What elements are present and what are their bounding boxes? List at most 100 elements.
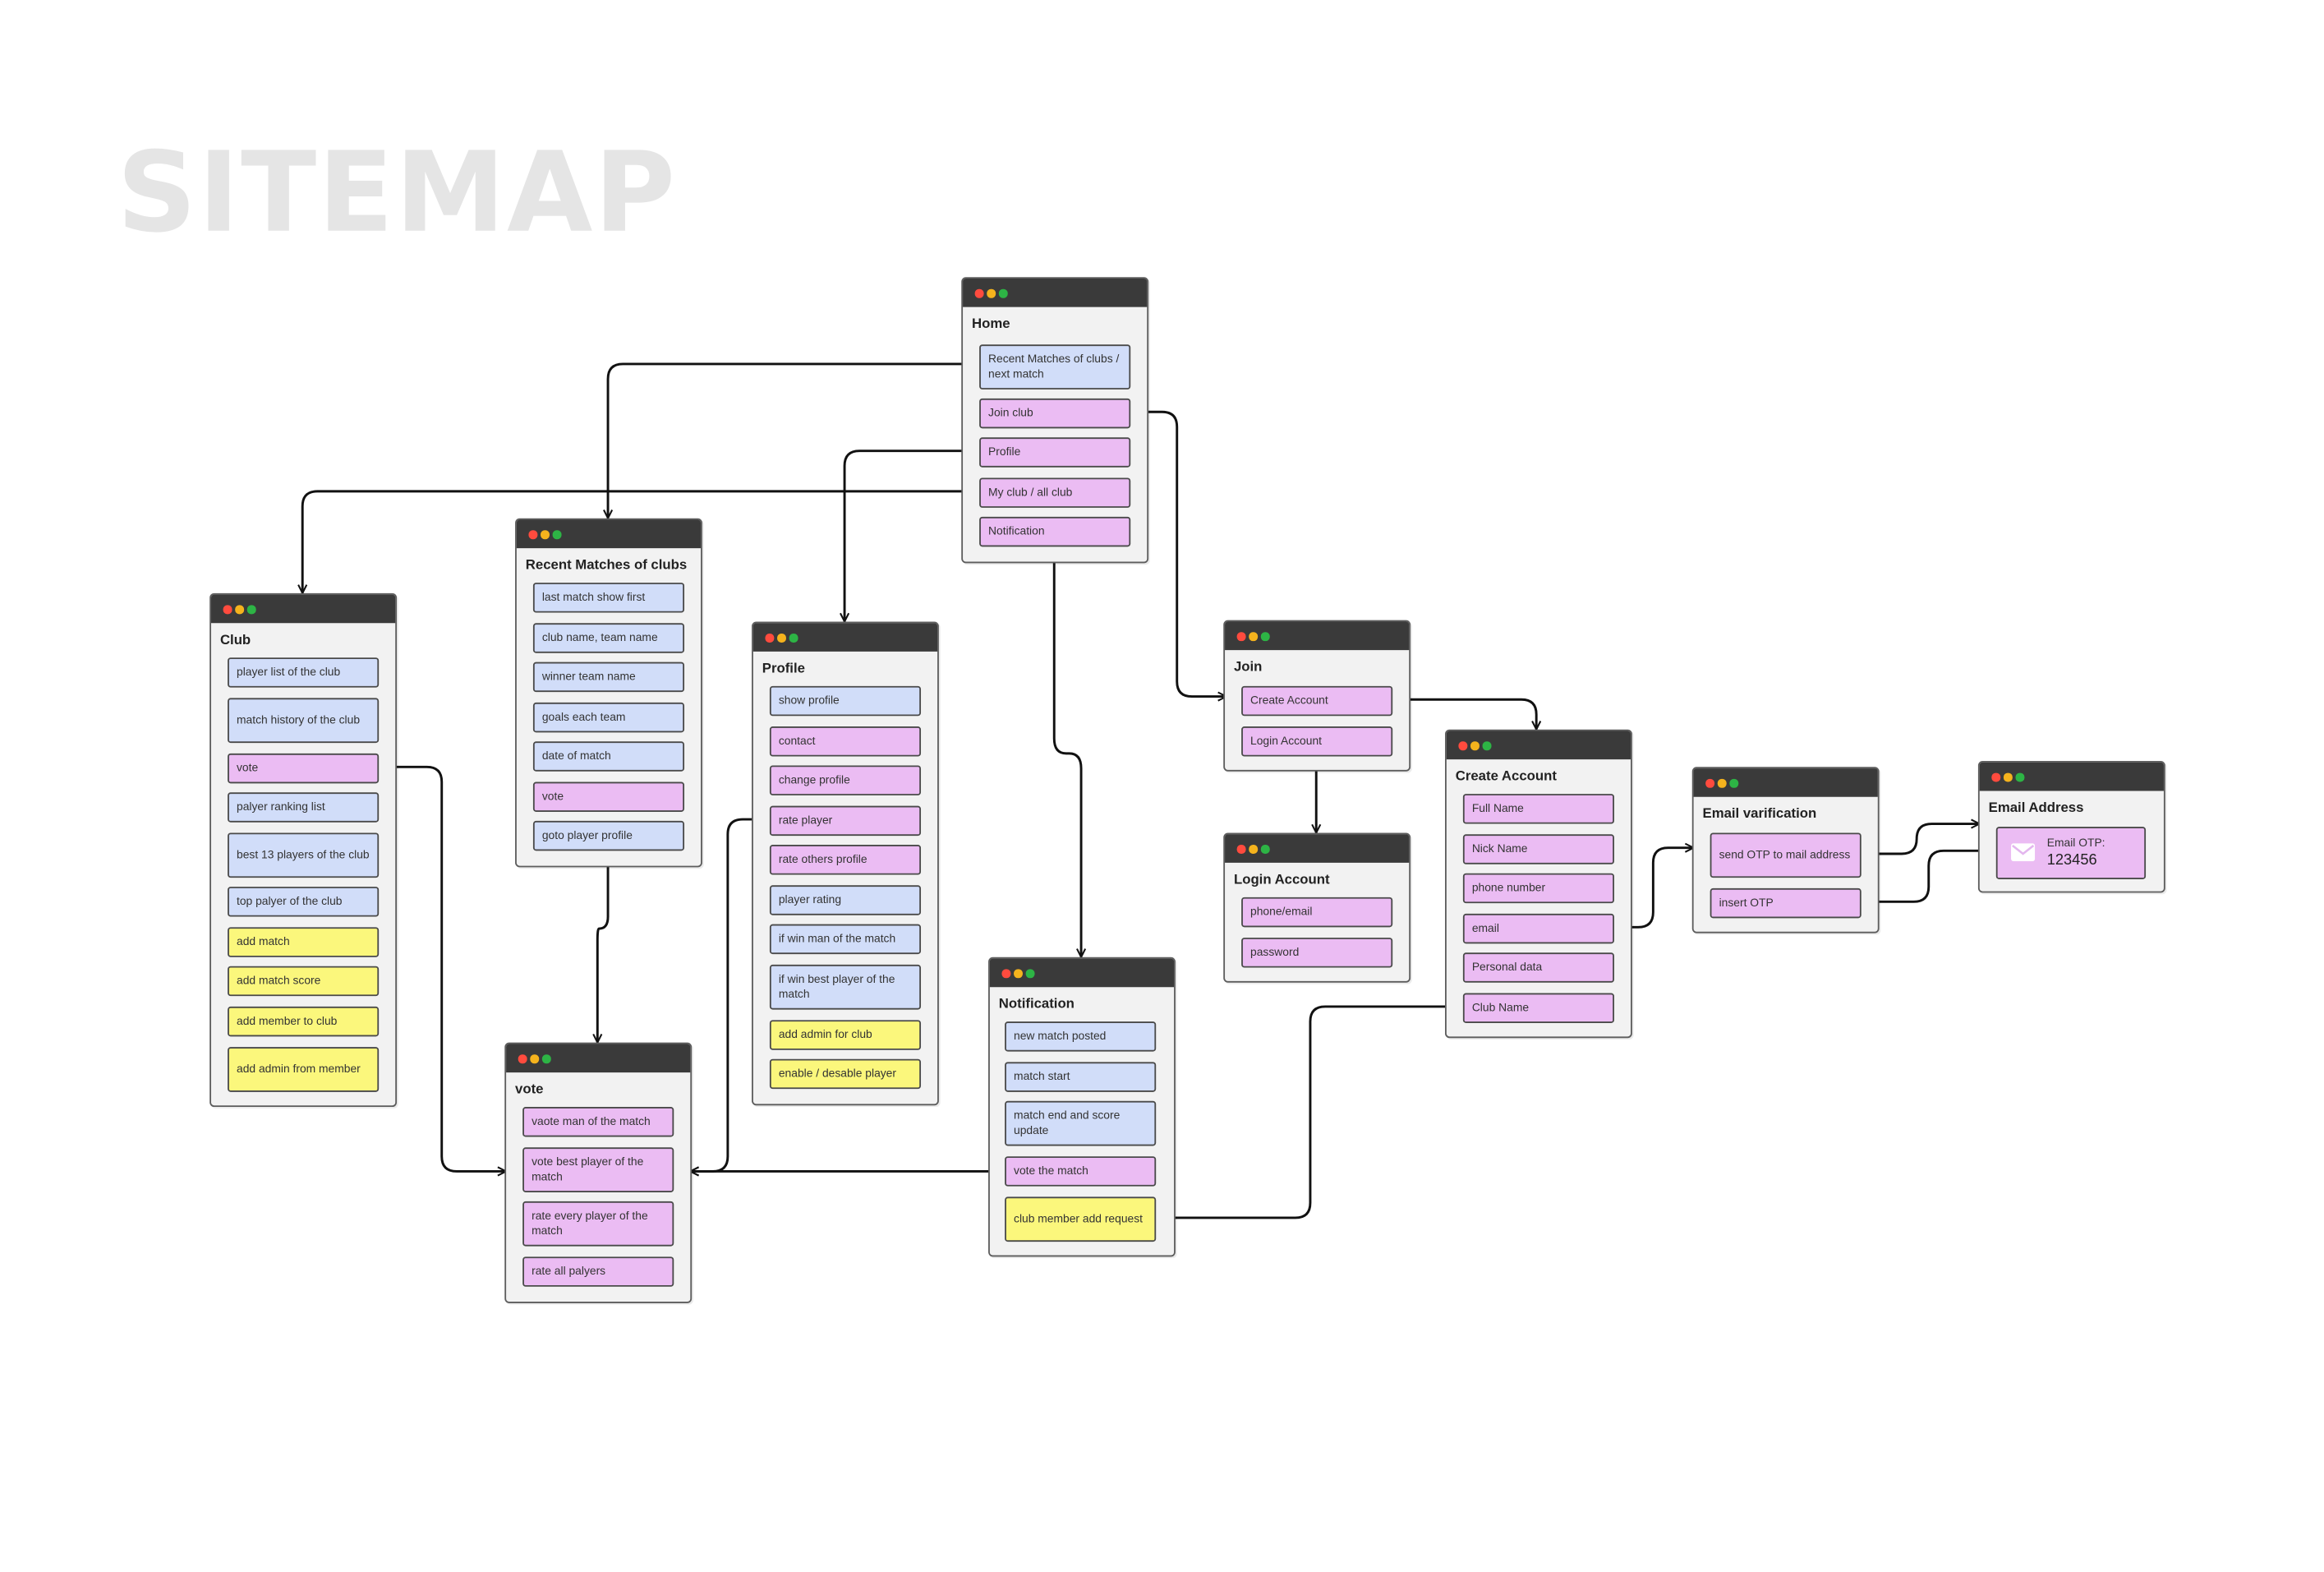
notification-item[interactable]: match start [1005, 1062, 1157, 1092]
window-create-account: Create Account Full Name Nick Name phone… [1445, 729, 1632, 1039]
recent-item[interactable]: date of match [532, 741, 685, 772]
link-home-profile [844, 449, 978, 622]
email-otp-card[interactable]: Email OTP: 123456 [1995, 827, 2147, 879]
join-item-create-account[interactable]: Create Account [1241, 685, 1393, 717]
club-item-admin[interactable]: add admin from member [228, 1047, 380, 1092]
club-item[interactable]: match history of the club [228, 698, 380, 744]
window-titlebar [989, 958, 1175, 988]
link-create-club-request [1156, 1005, 1462, 1218]
home-item-notification[interactable]: Notification [979, 516, 1131, 547]
login-item-phone-email[interactable]: phone/email [1241, 897, 1393, 928]
close-dot-icon [528, 530, 537, 539]
profile-item[interactable]: if win best player of the match [769, 964, 922, 1010]
home-item-recent-matches[interactable]: Recent Matches of clubs / next match [979, 344, 1131, 390]
window-vote: vote vaote man of the match vote best pl… [504, 1042, 693, 1303]
create-item-club-name[interactable]: Club Name [1462, 993, 1614, 1023]
window-title: Email varification [1702, 805, 1817, 821]
maximize-dot-icon [1482, 741, 1491, 750]
profile-item[interactable]: change profile [769, 765, 922, 795]
create-item-email[interactable]: email [1462, 913, 1614, 944]
maximize-dot-icon [541, 1054, 550, 1063]
profile-item[interactable]: if win man of the match [769, 924, 922, 955]
window-title: Email Address [1988, 800, 2084, 815]
page-title: SITEMAP [117, 128, 677, 258]
club-item-admin[interactable]: add match score [228, 966, 380, 997]
club-item[interactable]: top palyer of the club [228, 887, 380, 917]
notification-item-vote[interactable]: vote the match [1005, 1156, 1157, 1187]
recent-item-goto-profile[interactable]: goto player profile [532, 820, 685, 851]
vote-item[interactable]: rate every player of the match [522, 1201, 674, 1247]
profile-item[interactable]: player rating [769, 885, 922, 915]
club-item[interactable]: player list of the club [228, 657, 380, 688]
profile-item-admin[interactable]: add admin for club [769, 1020, 922, 1050]
window-title: Join [1233, 659, 1263, 675]
home-item-my-club[interactable]: My club / all club [979, 477, 1131, 508]
club-item-vote[interactable]: vote [228, 753, 380, 784]
create-item-personal-data[interactable]: Personal data [1462, 952, 1614, 983]
recent-item[interactable]: last match show first [532, 583, 685, 613]
minimize-dot-icon [1249, 845, 1258, 854]
maximize-dot-icon [246, 605, 255, 614]
vote-item[interactable]: rate all palyers [522, 1256, 674, 1287]
club-item[interactable]: palyer ranking list [228, 792, 380, 823]
window-title: Home [971, 316, 1010, 331]
profile-item[interactable]: rate others profile [769, 845, 922, 875]
link-home-club [302, 490, 978, 593]
create-item-full-name[interactable]: Full Name [1462, 794, 1614, 824]
vote-item[interactable]: vaote man of the match [522, 1107, 674, 1137]
create-item-phone[interactable]: phone number [1462, 873, 1614, 904]
profile-item-rate-player[interactable]: rate player [769, 805, 922, 837]
close-dot-icon [1705, 778, 1714, 787]
minimize-dot-icon [777, 634, 786, 643]
minimize-dot-icon [1014, 969, 1023, 978]
emailver-item-send-otp[interactable]: send OTP to mail address [1710, 832, 1862, 878]
window-titlebar [1225, 621, 1410, 651]
maximize-dot-icon [998, 288, 1007, 297]
minimize-dot-icon [1249, 632, 1258, 641]
recent-item[interactable]: goals each team [532, 702, 685, 733]
recent-item-vote[interactable]: vote [532, 781, 685, 812]
window-titlebar [1979, 762, 2164, 791]
close-dot-icon [518, 1054, 527, 1063]
home-item-profile[interactable]: Profile [979, 437, 1131, 468]
close-dot-icon [765, 634, 774, 643]
maximize-dot-icon [1260, 632, 1269, 641]
close-dot-icon [974, 288, 983, 297]
otp-value: 123456 [2046, 852, 2097, 869]
recent-item[interactable]: winner team name [532, 662, 685, 693]
club-item-admin[interactable]: add match [228, 927, 380, 957]
create-item-nick-name[interactable]: Nick Name [1462, 834, 1614, 864]
link-club-vote [377, 765, 506, 1171]
close-dot-icon [1458, 741, 1467, 750]
window-title: Notification [998, 996, 1075, 1012]
window-recent-matches: Recent Matches of clubs last match show … [515, 518, 702, 868]
notification-item-member-request[interactable]: club member add request [1005, 1196, 1157, 1242]
home-item-join-club[interactable]: Join club [979, 398, 1131, 429]
close-dot-icon [223, 605, 232, 614]
profile-item[interactable]: contact [769, 726, 922, 757]
login-item-password[interactable]: password [1241, 938, 1393, 968]
profile-item[interactable]: show profile [769, 685, 922, 717]
emailver-item-insert-otp[interactable]: insert OTP [1710, 887, 1862, 919]
profile-item-admin[interactable]: enable / desable player [769, 1058, 922, 1090]
window-titlebar [211, 594, 396, 624]
notification-item[interactable]: new match posted [1005, 1021, 1157, 1052]
window-titlebar [506, 1044, 691, 1073]
maximize-dot-icon [2015, 772, 2024, 781]
notification-item[interactable]: match end and score update [1005, 1100, 1157, 1146]
close-dot-icon [1236, 632, 1245, 641]
join-item-login-account[interactable]: Login Account [1241, 726, 1393, 757]
vote-item[interactable]: vote best player of the match [522, 1147, 674, 1192]
minimize-dot-icon [2003, 772, 2012, 781]
window-email-address: Email Address Email OTP: 123456 [1977, 760, 2165, 893]
link-home-joinclub [1127, 410, 1226, 696]
recent-item[interactable]: club name, team name [532, 623, 685, 653]
club-item[interactable]: best 13 players of the club [228, 832, 380, 878]
minimize-dot-icon [530, 1054, 539, 1063]
window-titlebar [1693, 768, 1878, 797]
club-item-admin[interactable]: add member to club [228, 1006, 380, 1037]
close-dot-icon [1001, 969, 1010, 978]
link-sendotp-email [1859, 824, 1980, 855]
window-login-account: Login Account phone/email password [1223, 832, 1411, 983]
window-title: vote [515, 1081, 544, 1097]
